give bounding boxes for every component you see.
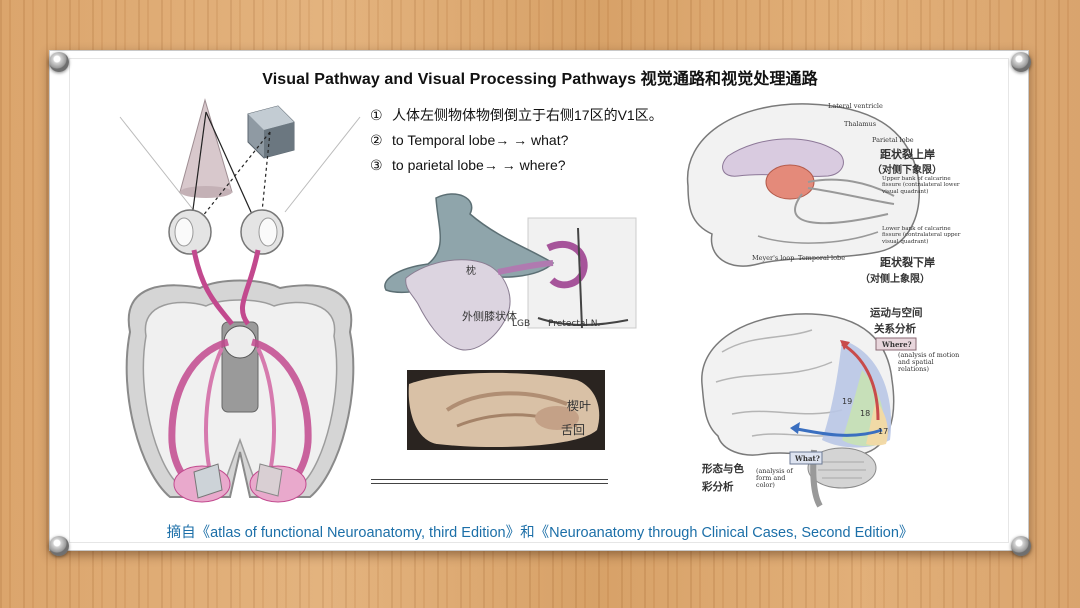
- what-cn-label: 形态与色: [702, 462, 744, 475]
- sagittal-section-photo: 楔叶 舌回: [407, 370, 605, 450]
- upper-bank-cn-label: 距状裂上岸: [880, 147, 935, 161]
- slide-title: Visual Pathway and Visual Processing Pat…: [262, 71, 818, 88]
- lgb-illustration: 枕 外侧膝状体 LGB Pretectal N.: [384, 193, 637, 351]
- pin-top-left-icon: [49, 52, 69, 72]
- temporal-lobe-label: Temporal lobe: [798, 254, 845, 262]
- lower-bank-en-label: Lower bank of calcarine fissure (contral…: [882, 226, 960, 245]
- what-cn-label-2: 彩分析: [701, 480, 734, 493]
- where-desc-label: (analysis of motion and spatial relation…: [898, 352, 959, 373]
- visual-streams-diagram: 19 18 17 运动与空间 关系分析 Where? (analysis of …: [701, 306, 959, 508]
- area-19-label: 19: [842, 397, 852, 406]
- lgn-cn-label: 外侧膝状体: [462, 309, 517, 323]
- lingual-gyrus-label: 舌回: [561, 423, 585, 437]
- area-17-label: 17: [878, 427, 888, 436]
- parietal-lobe-label: Parietal lobe: [872, 136, 914, 144]
- lower-bank-cn-label: 距状裂下岸: [880, 255, 935, 269]
- where-cn-label: 运动与空间: [870, 306, 923, 319]
- source-caption: 摘自《atlas of functional Neuroanatomy, thi…: [166, 525, 914, 541]
- pin-bottom-right-icon: [1011, 536, 1031, 556]
- upper-bank-en-label: Upper bank of calcarine fissure (contral…: [882, 176, 960, 195]
- pillow-label: 枕: [466, 264, 476, 277]
- upper-bank-cn-sub-label: （对侧下象限）: [872, 163, 942, 176]
- visual-pathway-illustration: [119, 98, 361, 503]
- area-18-label: 18: [860, 409, 870, 418]
- pretectal-label: Pretectal N.: [548, 319, 600, 329]
- where-label: Where?: [881, 340, 912, 349]
- thalamus-label: Thalamus: [844, 120, 876, 128]
- meyers-loop-diagram: Lateral ventricle Thalamus Parietal lobe…: [686, 102, 960, 285]
- pin-bottom-left-icon: [49, 536, 69, 556]
- cuneus-label: 楔叶: [567, 399, 591, 413]
- lower-bank-cn-sub-label: （对侧上象限）: [860, 272, 930, 285]
- where-cn-label-2: 关系分析: [874, 322, 916, 335]
- divider-line-1: [371, 479, 608, 480]
- lateral-ventricle-label: Lateral ventricle: [828, 102, 883, 110]
- what-desc-label: (analysis of form and color): [756, 468, 793, 489]
- what-label: What?: [794, 454, 820, 463]
- pin-top-right-icon: [1011, 52, 1031, 72]
- divider-line-2: [371, 483, 608, 484]
- meyers-loop-label: Meyer's loop: [752, 254, 794, 262]
- left-eye-icon: [168, 209, 212, 255]
- lgb-label: LGB: [512, 319, 530, 329]
- right-eye-icon: [240, 209, 284, 255]
- board-frame: [69, 58, 1009, 543]
